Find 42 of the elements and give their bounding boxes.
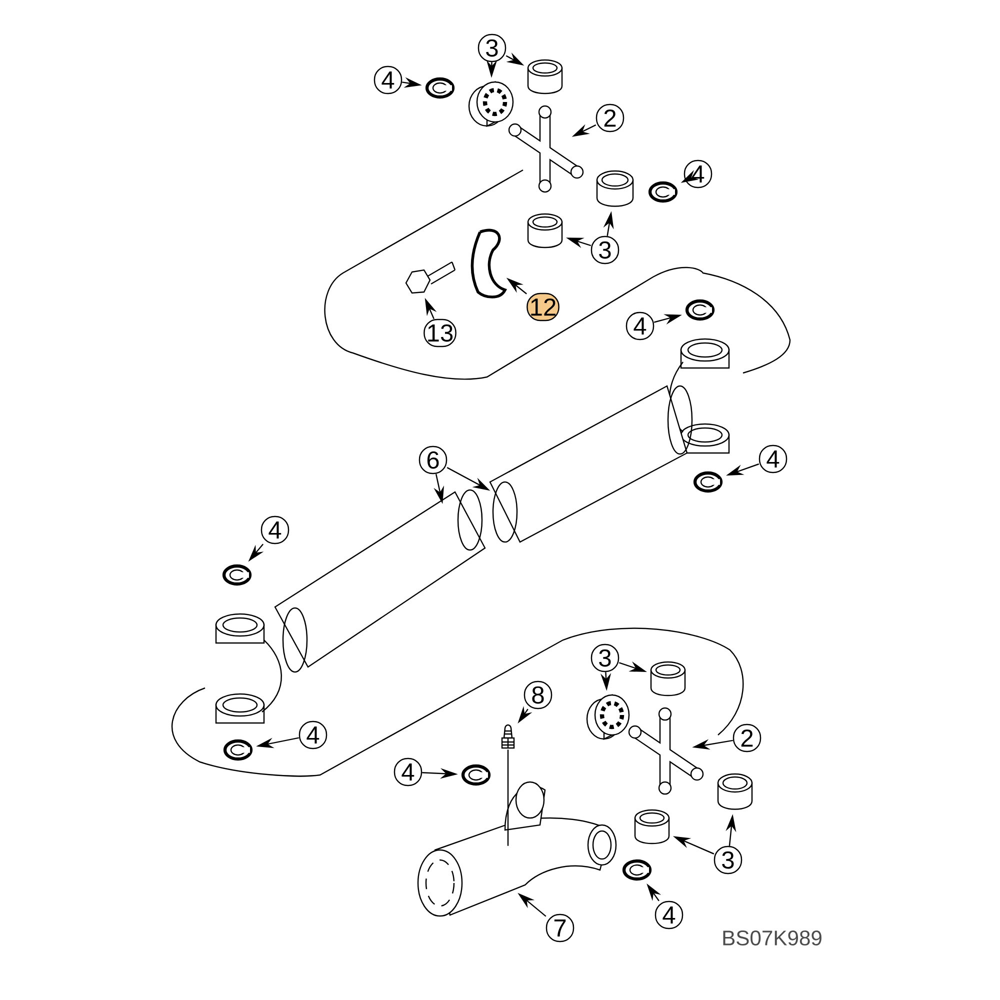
callout-number: 7 bbox=[546, 914, 574, 942]
bearing-cup bbox=[527, 59, 563, 94]
callout-number: 4 bbox=[626, 312, 654, 340]
snap-ring bbox=[693, 471, 723, 493]
bearing-cup bbox=[717, 773, 753, 810]
callout-number: 4 bbox=[374, 66, 402, 94]
snap-ring bbox=[223, 739, 253, 761]
callout-number: 4 bbox=[654, 900, 684, 930]
bolt bbox=[405, 261, 456, 294]
strap bbox=[470, 228, 506, 298]
callout-number: 2 bbox=[732, 724, 762, 752]
drawing-number: BS07K989 bbox=[723, 930, 822, 946]
callout-number: 13 bbox=[424, 318, 456, 348]
bearing-cup bbox=[596, 170, 634, 207]
callout-number: 12 bbox=[526, 292, 560, 322]
callout-number: 4 bbox=[298, 720, 328, 750]
bearing-cup bbox=[650, 661, 686, 696]
cross-spider bbox=[508, 105, 584, 193]
snap-ring bbox=[685, 299, 715, 321]
callout-number: 3 bbox=[478, 34, 506, 62]
callout-number: 3 bbox=[714, 846, 742, 874]
callout-number: 3 bbox=[590, 644, 620, 672]
bearing-cup bbox=[634, 809, 670, 844]
callout-number: 2 bbox=[596, 104, 624, 132]
callout-number: 4 bbox=[758, 444, 788, 474]
snap-ring bbox=[222, 564, 252, 586]
snap-ring bbox=[648, 181, 678, 203]
callout-number: 6 bbox=[418, 446, 448, 474]
snap-ring bbox=[461, 764, 491, 786]
needle-bearing bbox=[468, 81, 514, 127]
grease-fitting bbox=[501, 724, 515, 749]
callout-number: 8 bbox=[524, 680, 552, 710]
callout-number: 4 bbox=[260, 516, 290, 544]
snap-ring bbox=[622, 859, 652, 881]
center-line bbox=[507, 750, 509, 846]
callout-number: 3 bbox=[590, 236, 620, 264]
callout-number: 4 bbox=[394, 758, 422, 786]
snap-ring bbox=[425, 77, 455, 99]
slip-yoke bbox=[417, 781, 617, 917]
bearing-cup bbox=[527, 213, 563, 248]
shaft-tube bbox=[489, 385, 693, 543]
cross-spider bbox=[628, 707, 704, 795]
